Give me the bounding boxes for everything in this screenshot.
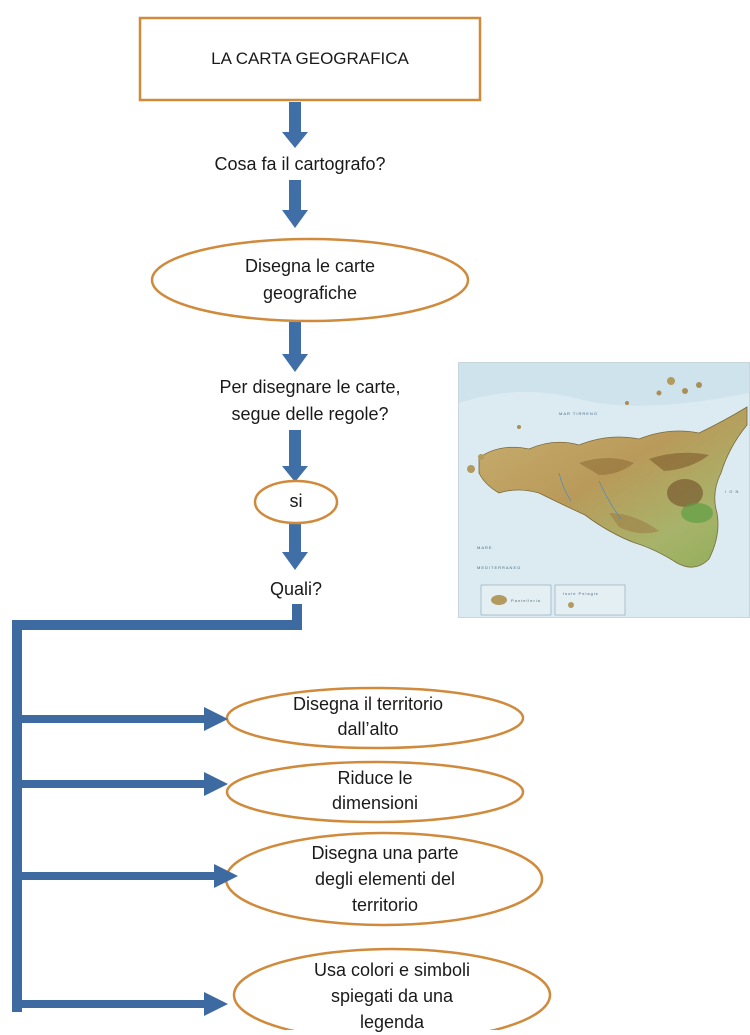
down-arrows — [282, 102, 308, 570]
title-box — [138, 16, 482, 102]
aeolian-island-1 — [667, 377, 675, 385]
aeolian-island-4 — [656, 390, 662, 396]
aeolian-island-2 — [682, 388, 688, 394]
arrow-down-1 — [282, 102, 308, 148]
egadi-island — [467, 465, 475, 473]
lampedusa-island — [568, 602, 574, 608]
branch-arrow-1 — [20, 707, 228, 731]
inset-pelagie — [554, 584, 626, 616]
question-3: Quali? — [269, 579, 323, 599]
rule-4-ellipse — [232, 947, 552, 1030]
sicily-map-image: MAR TIRRENO MARE MEDITERRANEO I O N Pant… — [458, 362, 750, 618]
bracket-connector — [12, 604, 302, 1012]
arrow-down-3 — [282, 322, 308, 372]
answer-2-text: si — [289, 491, 303, 511]
arrow-down-2 — [282, 180, 308, 228]
sea-label-tyrrhenian: MAR TIRRENO — [559, 411, 598, 416]
branch-arrow-4 — [20, 992, 228, 1016]
aeolian-island-3 — [696, 382, 702, 388]
diagram-title: LA CARTA GEOGRAFICA — [211, 49, 409, 68]
hills — [609, 513, 659, 534]
arrow-down-4 — [282, 430, 308, 482]
ustica-island — [517, 425, 521, 429]
sea-shade — [459, 363, 749, 406]
mountains-2 — [649, 452, 709, 471]
rule-3-text: Disegna una parte degli elementi del ter… — [311, 843, 459, 915]
branch-arrow-3 — [20, 864, 238, 888]
river-2 — [558, 472, 572, 502]
rule-2-text: Riduce le dimensioni — [331, 768, 419, 813]
answer-1-text: Disegna le carte geografiche — [244, 256, 376, 303]
question-2: Per disegnare le carte, segue delle rego… — [219, 377, 401, 424]
arrow-down-5 — [282, 520, 308, 570]
sicily-map-illustration: MAR TIRRENO MARE MEDITERRANEO I O N Pant… — [459, 363, 749, 617]
egadi-island-2 — [478, 454, 484, 460]
rule-4-text: Usa colori e simboli spiegati da una leg… — [313, 960, 471, 1032]
pantelleria-island — [491, 595, 507, 605]
mountains-1 — [579, 458, 634, 475]
answer-1-ellipse — [150, 237, 470, 323]
inset-label-pantelleria: Pantelleria — [511, 598, 541, 603]
etna-volcano — [667, 479, 703, 507]
rule-1-text: Disegna il territorio dall’alto — [292, 694, 444, 739]
aeolian-island-5 — [625, 401, 629, 405]
branch-arrow-2 — [20, 772, 228, 796]
river-1 — [598, 480, 622, 520]
rule-2-ellipse — [225, 760, 525, 824]
sea-label-ionian: I O N — [725, 489, 739, 494]
sicily-island — [478, 406, 748, 568]
sea-label-mediterranean-1: MARE — [477, 545, 493, 550]
answer-2-ellipse — [253, 479, 339, 525]
rule-1-ellipse — [225, 686, 525, 750]
inset-label-pelagie: Isole Pelagie — [563, 591, 599, 596]
branch-arrows — [20, 707, 238, 1016]
sea-label-mediterranean-2: MEDITERRANEO — [477, 565, 521, 570]
question-1: Cosa fa il cartografo? — [214, 154, 386, 174]
plain-catania — [681, 503, 713, 523]
